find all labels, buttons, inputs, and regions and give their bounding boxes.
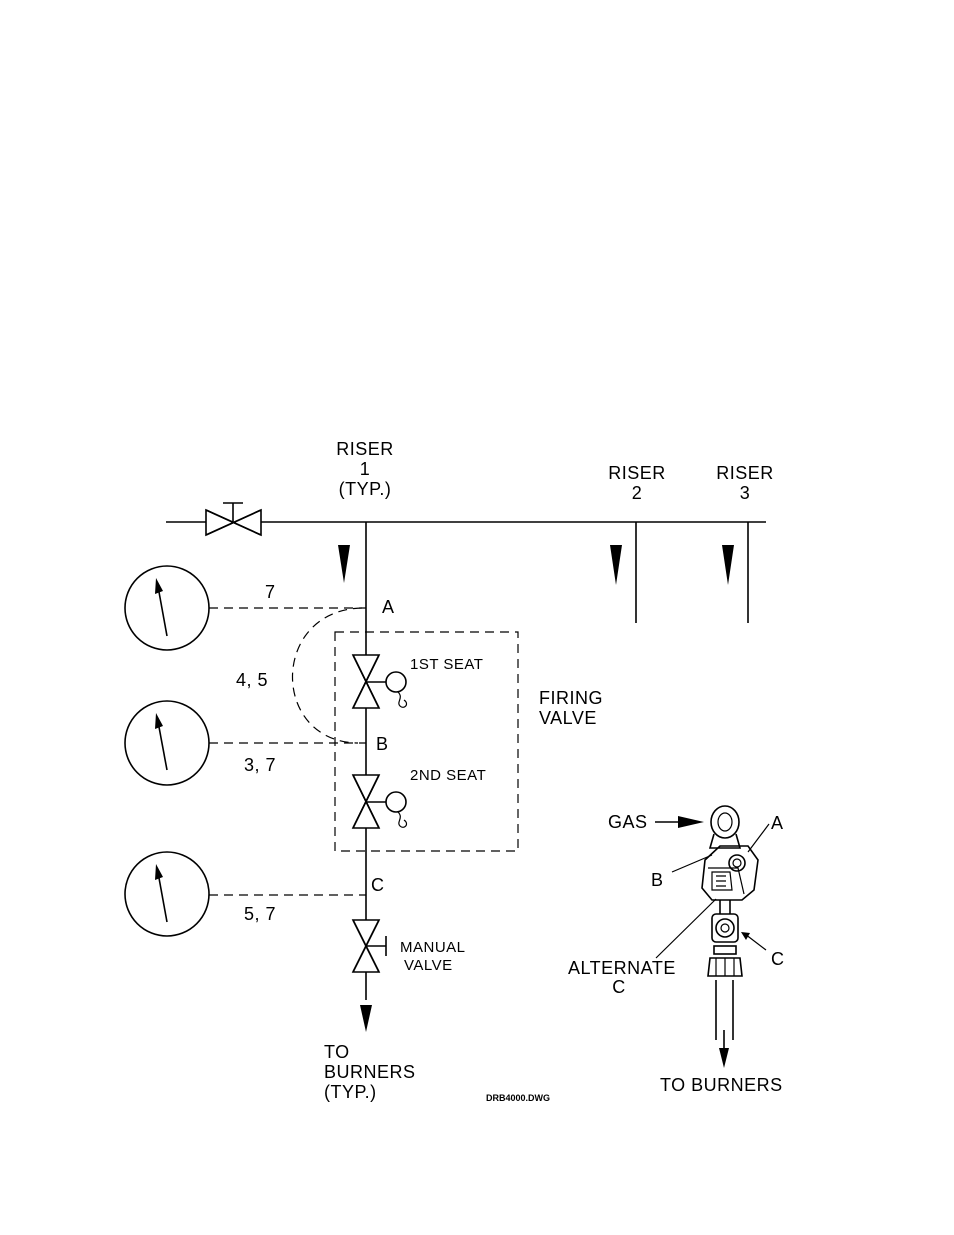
note-c: 5, 7: [244, 904, 276, 924]
note-b: 3, 7: [244, 755, 276, 775]
inlet-gate-valve: [206, 503, 261, 535]
manual-valve-label-line1: MANUAL: [400, 939, 466, 956]
riser-1-typ: (TYP.): [339, 479, 392, 499]
first-seat-wire: [398, 692, 407, 707]
detail-to-burners-label: TO BURNERS: [660, 1075, 783, 1095]
firing-valve-label-line1: FIRING: [539, 688, 603, 708]
leader-a: [748, 824, 769, 852]
note-middle: 4, 5: [236, 670, 268, 690]
detail-gas-label: GAS: [608, 812, 648, 832]
riser-2-pipe: [610, 522, 636, 623]
outlet-label-line1: TO: [324, 1042, 350, 1062]
tap-c-label: C: [371, 875, 385, 895]
flow-arrow-riser-3: [722, 545, 734, 585]
riser-1-pipe: [338, 522, 372, 1032]
pressure-gauge-a: [125, 566, 209, 650]
tap-a-label: A: [382, 597, 395, 617]
riser-3-number: 3: [740, 483, 751, 503]
firing-valve-label-line2: VALVE: [539, 708, 597, 728]
riser-3-label: RISER 3: [716, 463, 774, 503]
leader-b: [672, 855, 712, 872]
detail-outlet-arrow: [719, 1048, 729, 1068]
note-top: 7: [265, 582, 276, 602]
leader-c: [745, 934, 766, 950]
manual-valve-label-line2: VALVE: [404, 957, 453, 974]
gas-inlet-arrow: [678, 816, 704, 828]
riser-3-title: RISER: [716, 463, 774, 483]
outlet-label-line3: (TYP.): [324, 1082, 377, 1102]
detail-alternate-label-line2: C: [612, 977, 626, 997]
manual-valve: [353, 920, 386, 972]
riser-2-title: RISER: [608, 463, 666, 483]
second-seat-wire: [398, 812, 407, 827]
outlet-label-line2: BURNERS: [324, 1062, 416, 1082]
leader-alternate-c: [656, 899, 716, 958]
valve-assembly-detail: [655, 806, 769, 1068]
riser-3-pipe: [722, 522, 748, 623]
riser-2-number: 2: [632, 483, 643, 503]
detail-alternate-label-line1: ALTERNATE: [568, 958, 676, 978]
pressure-gauge-b: [125, 701, 209, 785]
second-seat-valve: [353, 775, 407, 828]
flow-arrow-riser-2: [610, 545, 622, 585]
drawing-id: DRB4000.DWG: [486, 1093, 550, 1103]
detail-a-label: A: [771, 813, 784, 833]
riser-1-number: 1: [360, 459, 371, 479]
riser-2-label: RISER 2: [608, 463, 666, 503]
test-line-a-to-b: [292, 608, 362, 743]
detail-c-label: C: [771, 949, 785, 969]
first-seat-valve: [353, 655, 407, 708]
second-seat-label: 2ND SEAT: [410, 767, 486, 784]
test-lines: [209, 608, 366, 895]
riser-1-label: RISER 1 (TYP.): [336, 439, 394, 499]
flow-arrow-riser-1: [338, 545, 350, 583]
detail-b-label: B: [651, 870, 664, 890]
tap-b-label: B: [376, 734, 389, 754]
flow-arrow-outlet: [360, 1005, 372, 1032]
riser-1-title: RISER: [336, 439, 394, 459]
pressure-gauge-c: [125, 852, 209, 936]
first-seat-label: 1ST SEAT: [410, 656, 483, 673]
